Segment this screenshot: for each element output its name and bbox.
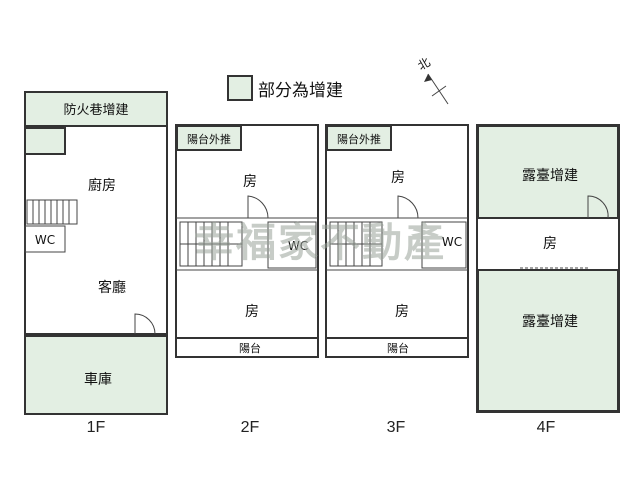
room-2f-bottom-label: 房 [245, 304, 259, 320]
floor-4-label: 4F [537, 419, 556, 436]
kitchen-label: 廚房 [88, 177, 116, 194]
north-arrow: 北 [415, 55, 449, 105]
balcony-extended-3f [326, 125, 392, 151]
wc-3f-box [421, 221, 467, 269]
floor-3: 陽台外推 房 WC 房 陽台 [325, 124, 469, 358]
legend-swatch [227, 75, 253, 101]
room-2f-top-label: 房 [243, 174, 257, 190]
terrace-bottom-label: 露臺增建 [522, 314, 578, 330]
balcony-extended-3f-label: 陽台外推 [337, 132, 381, 146]
floor-3-outline [325, 124, 469, 358]
floor-1-label: 1F [87, 419, 106, 436]
living-room-label: 客廳 [98, 279, 126, 296]
door-swing-3f [397, 195, 419, 219]
fire-alley-extension [24, 91, 168, 127]
floor-2-label: 2F [241, 419, 260, 436]
floor-1: 防火巷增建 廚房 WC 客廳 車庫 [24, 91, 168, 415]
floor-2: 陽台外推 房 WC 房 陽台 [175, 124, 319, 358]
north-arrow-head [424, 74, 432, 82]
room-3f-top-label: 房 [391, 170, 405, 186]
door-swing-4f [587, 195, 609, 219]
terrace-extension-bottom [477, 269, 619, 412]
floor-4: 露臺增建 房 露臺增建 [476, 124, 620, 413]
wc-1f-label: WC [35, 233, 55, 247]
watermark: 幸福家不動產 [194, 220, 446, 266]
wc-3f-label: WC [442, 235, 462, 249]
stairs-3f [329, 221, 383, 267]
room-4f-label: 房 [543, 236, 557, 252]
legend-text: 部分為增建 [258, 81, 343, 101]
balcony-2f-label: 陽台 [239, 341, 261, 355]
wc-2f-box [267, 221, 317, 269]
floor-3-label: 3F [387, 419, 406, 436]
wc-2f-label: WC [288, 239, 308, 253]
wc-1f-box [24, 225, 66, 253]
floor-2-outline [175, 124, 319, 358]
balcony-extended-2f-label: 陽台外推 [187, 132, 231, 146]
kitchen-extension-nook [24, 127, 66, 155]
garage-label: 車庫 [84, 371, 112, 388]
stairs-1f [26, 199, 78, 225]
north-arrow-crossbar [431, 85, 447, 97]
balcony-3f-label: 陽台 [387, 341, 409, 355]
terrace-extension-top [477, 125, 619, 219]
balcony-extended-2f [176, 125, 242, 151]
stairs-2f [179, 221, 243, 267]
door-swing-2f [247, 195, 269, 219]
legend: 部分為增建 [227, 75, 343, 101]
north-arrow-line [427, 73, 449, 105]
north-label: 北 [415, 55, 432, 73]
door-swing-1f [134, 313, 156, 335]
room-3f-bottom-label: 房 [395, 304, 409, 320]
stairs-1f-outline [26, 199, 78, 225]
fire-alley-extension-label: 防火巷增建 [63, 102, 128, 118]
terrace-top-label: 露臺增建 [522, 168, 578, 184]
garage [24, 335, 168, 415]
